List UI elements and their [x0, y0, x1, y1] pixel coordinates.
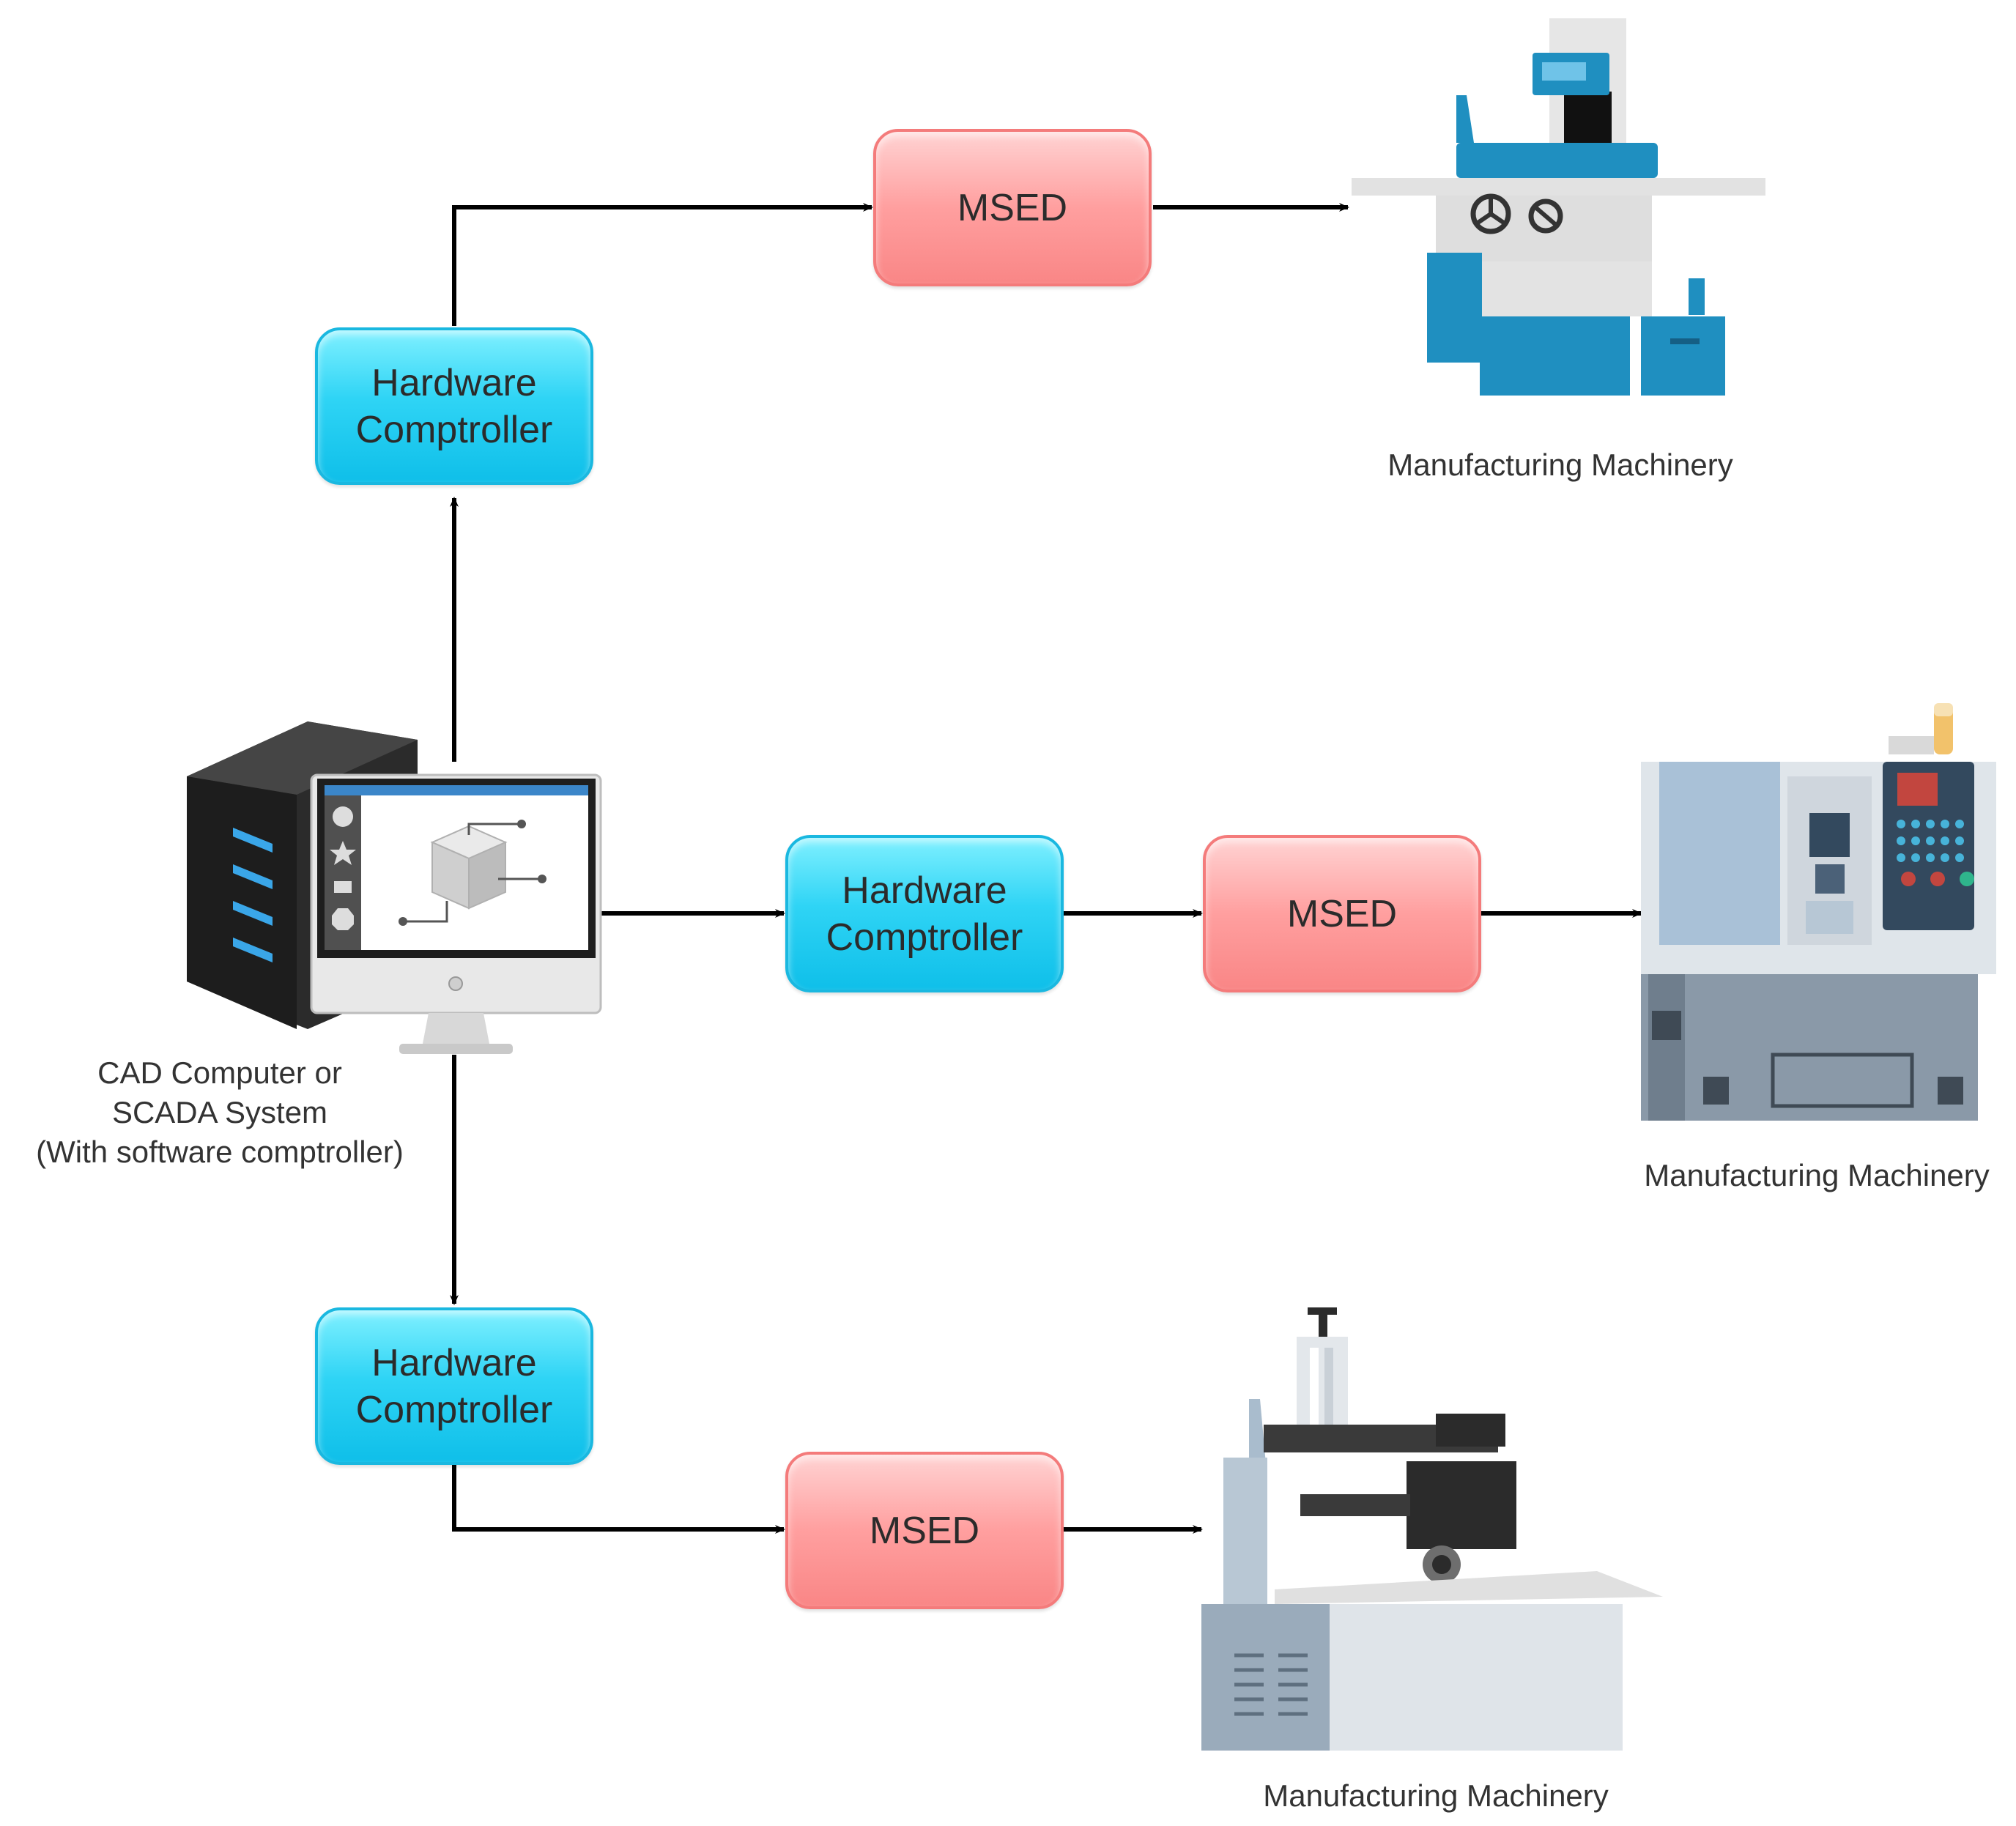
edm-machine-icon	[1201, 1307, 1663, 1751]
computer-caption-line-2: SCADA System	[111, 1095, 328, 1129]
computer-caption: CAD Computer or SCADA System (With softw…	[15, 1053, 425, 1172]
msed-label: MSED	[869, 1509, 980, 1552]
machine-caption-bottom: Manufacturing Machinery	[1263, 1778, 1609, 1813]
surface-grinder-icon	[1352, 18, 1765, 396]
machine-caption-top: Manufacturing Machinery	[1387, 448, 1733, 482]
hardware-comptroller-line-2: Comptroller	[826, 916, 1023, 959]
computer-caption-line-1: CAD Computer or	[97, 1055, 342, 1090]
msed-bottom: MSED	[785, 1452, 1064, 1609]
arrow-hw-bottom-to-msed-bottom	[452, 1465, 785, 1534]
machine-caption-middle: Manufacturing Machinery	[1644, 1158, 1990, 1192]
hardware-comptroller-line-2: Comptroller	[355, 1388, 553, 1431]
monitor-icon	[310, 773, 602, 1054]
hardware-comptroller-bottom: Hardware Comptroller	[315, 1307, 593, 1465]
hardware-comptroller-line-2: Comptroller	[355, 408, 553, 451]
hardware-comptroller-line-1: Hardware	[371, 361, 537, 404]
cnc-lathe-icon	[1641, 703, 1996, 1121]
msed-top: MSED	[873, 129, 1152, 286]
msed-label: MSED	[1286, 892, 1398, 935]
msed-label: MSED	[957, 186, 1068, 229]
hardware-comptroller-line-1: Hardware	[842, 869, 1007, 912]
msed-middle: MSED	[1203, 835, 1481, 992]
hardware-comptroller-middle: Hardware Comptroller	[785, 835, 1064, 992]
computer-caption-line-3: (With software comptroller)	[36, 1135, 404, 1169]
hardware-comptroller-line-1: Hardware	[371, 1341, 537, 1384]
arrow-hw-top-to-msed-top	[452, 203, 873, 326]
hardware-comptroller-top: Hardware Comptroller	[315, 327, 593, 485]
